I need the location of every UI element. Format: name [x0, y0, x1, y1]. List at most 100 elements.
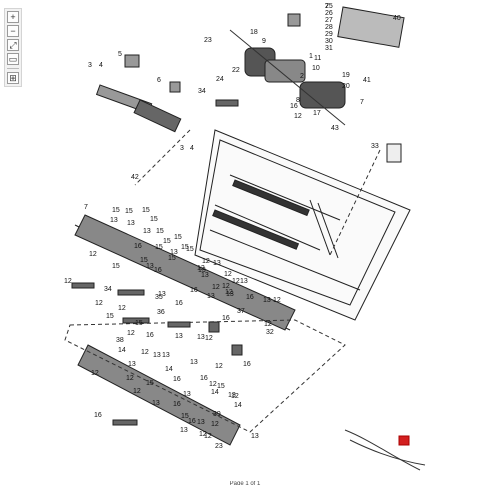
callout-number: 12: [89, 251, 97, 258]
callout-number: 15: [106, 313, 114, 320]
callout-number: 16: [188, 418, 196, 425]
zoom-in-button[interactable]: +: [7, 11, 19, 23]
callout-number: 14: [211, 389, 219, 396]
callout-number: 12: [197, 265, 205, 272]
callout-number: 15: [125, 208, 133, 215]
callout-number: 14: [118, 347, 126, 354]
callout-number: 12: [127, 330, 135, 337]
callout-number: 13: [158, 291, 166, 298]
callout-number: 31: [325, 45, 333, 52]
callout-number: 15: [150, 216, 158, 223]
callout-number: 12: [204, 433, 212, 440]
callout-number: 13: [128, 361, 136, 368]
page-footer: Page 1 of 1: [229, 481, 261, 485]
callout-number: 13: [207, 293, 215, 300]
zoom-out-button[interactable]: −: [7, 25, 19, 37]
fit-width-button[interactable]: ▭: [7, 53, 19, 65]
callout-number: 16: [154, 267, 162, 274]
callout-number: 13: [198, 267, 206, 274]
layout-button[interactable]: ⊞: [7, 72, 19, 84]
callout-number: 24: [216, 76, 224, 83]
callout-number: 13: [251, 433, 259, 440]
callout-number: 12: [222, 283, 230, 290]
callout-number: 26: [325, 10, 333, 17]
callout-number: 15: [168, 255, 176, 262]
callout-number: 2: [300, 73, 304, 80]
callout-number: 13: [228, 392, 236, 399]
callout-number: 34: [198, 88, 206, 95]
callout-number: 13: [226, 291, 234, 298]
upper-shaft-assembly: [229, 29, 346, 126]
callout-number: 15: [163, 238, 171, 245]
lower-roller: [77, 344, 241, 446]
callout-number: 16: [173, 401, 181, 408]
callout-number: 4: [190, 145, 194, 152]
callout-number: 12: [211, 421, 219, 428]
callout-number: 23: [204, 37, 212, 44]
callout-number: 12: [209, 381, 217, 388]
callout-number: 15: [155, 244, 163, 251]
callout-number: 13: [180, 427, 188, 434]
callout-number: 15: [217, 383, 225, 390]
callout-number: 12: [64, 278, 72, 285]
callout-number: 16: [94, 412, 102, 419]
callout-number: 16: [243, 361, 251, 368]
callout-number: 13: [263, 297, 271, 304]
callout-number: 16: [222, 315, 230, 322]
main-frame: [194, 129, 411, 321]
callout-number: 13: [127, 220, 135, 227]
callout-number: 13: [110, 217, 118, 224]
callout-number: 25: [325, 3, 333, 10]
callout-number: 12: [199, 431, 207, 438]
callout-number: 13: [143, 228, 151, 235]
callout-number: 19: [342, 72, 350, 79]
callout-number: 3: [180, 145, 184, 152]
callout-number: 13: [201, 272, 209, 279]
callout-number: 22: [232, 67, 240, 74]
callout-number: 12: [273, 297, 281, 304]
callout-number: 16: [246, 294, 254, 301]
callout-number: 16: [190, 287, 198, 294]
callout-number: 13: [170, 249, 178, 256]
callout-number: 42: [131, 174, 139, 181]
callout-number: 15: [181, 413, 189, 420]
callout-number: 15: [174, 234, 182, 241]
callout-number: 7: [325, 3, 329, 10]
callout-number: 13: [146, 263, 154, 270]
callout-number: 15: [186, 246, 194, 253]
callout-number: 38: [116, 337, 124, 344]
callout-number: 9: [262, 38, 266, 45]
callout-number: 14: [165, 366, 173, 373]
callout-number: 27: [325, 17, 333, 24]
callout-number: 8: [296, 97, 300, 104]
toolbar-divider: [7, 68, 19, 69]
callout-number: 12: [232, 278, 240, 285]
callout-number: 16: [290, 103, 298, 110]
callout-number: 4: [99, 62, 103, 69]
callout-number: 12: [215, 363, 223, 370]
wiring-harness: [344, 429, 426, 471]
callout-number: 12: [264, 321, 272, 328]
callout-number: 12: [231, 393, 239, 400]
callout-number: 11: [314, 55, 321, 62]
callout-number: 12: [118, 305, 126, 312]
callout-number: 16: [146, 332, 154, 339]
callout-number: 28: [325, 24, 333, 31]
callout-number: 37: [237, 308, 245, 315]
callout-number: 7: [360, 99, 364, 106]
small-parts: [71, 99, 243, 426]
callout-number: 10: [312, 65, 320, 72]
callout-number: 3: [88, 62, 92, 69]
callout-number: 13: [153, 352, 161, 359]
callout-number: 34: [104, 286, 112, 293]
callout-number: 12: [225, 289, 233, 296]
dashed-outline: [64, 129, 381, 433]
callout-number: 18: [250, 29, 258, 36]
callout-number: 5: [118, 51, 122, 58]
callout-number: 29: [325, 31, 333, 38]
callout-number: 36: [157, 309, 165, 316]
fit-page-button[interactable]: ⤢: [7, 39, 19, 51]
callout-number: 43: [331, 125, 339, 132]
